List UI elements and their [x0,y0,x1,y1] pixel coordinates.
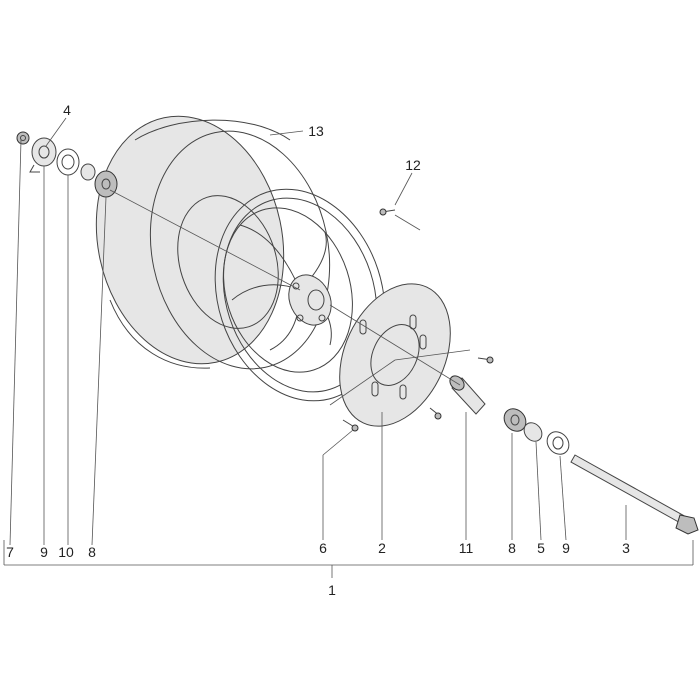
brake-disc [339,283,451,427]
wheel-rim [177,188,386,402]
callout-9-right: 9 [562,540,570,556]
callout-9-left: 9 [40,544,48,560]
left-parts [16,131,118,198]
bolts [342,208,494,432]
explode-lines [109,189,471,406]
axle-assembly [449,375,699,535]
callout-8-right: 8 [508,540,516,556]
leader-lines [3,117,694,578]
callout-13: 13 [308,123,324,139]
callout-6: 6 [319,540,327,556]
callout-8-left: 8 [88,544,96,560]
callout-5: 5 [537,540,545,556]
callout-4: 4 [63,102,71,118]
callout-labels: 4 13 12 7 9 10 8 6 2 11 8 5 9 3 1 [6,102,630,598]
callout-10: 10 [58,544,74,560]
callout-2: 2 [378,540,386,556]
callout-3: 3 [622,540,630,556]
callout-12: 12 [405,157,421,173]
callout-1: 1 [328,582,336,598]
callout-11: 11 [459,540,474,556]
callout-7: 7 [6,544,14,560]
tire [95,115,331,370]
